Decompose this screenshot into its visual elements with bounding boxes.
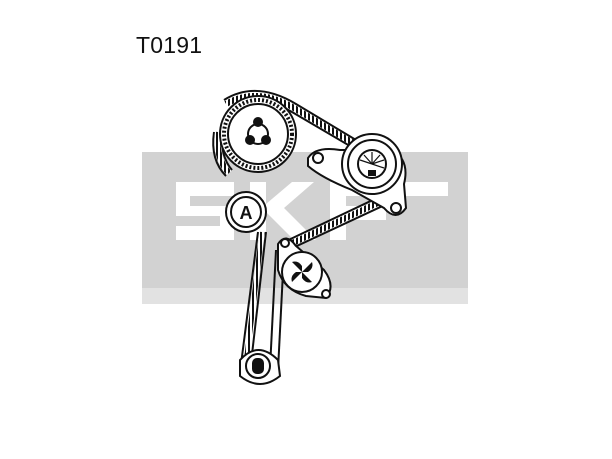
skf-logo bbox=[142, 152, 468, 304]
idler-pulley-label: A bbox=[240, 203, 253, 223]
crankshaft-sprocket bbox=[239, 349, 282, 385]
water-pump-impeller bbox=[291, 261, 313, 283]
water-pump-pulley bbox=[277, 237, 332, 300]
belt-tensioner-roller bbox=[307, 133, 408, 216]
idler-pulley: A bbox=[225, 191, 267, 233]
part-number-title: T0191 bbox=[136, 32, 203, 58]
camshaft-sprocket bbox=[219, 95, 297, 173]
